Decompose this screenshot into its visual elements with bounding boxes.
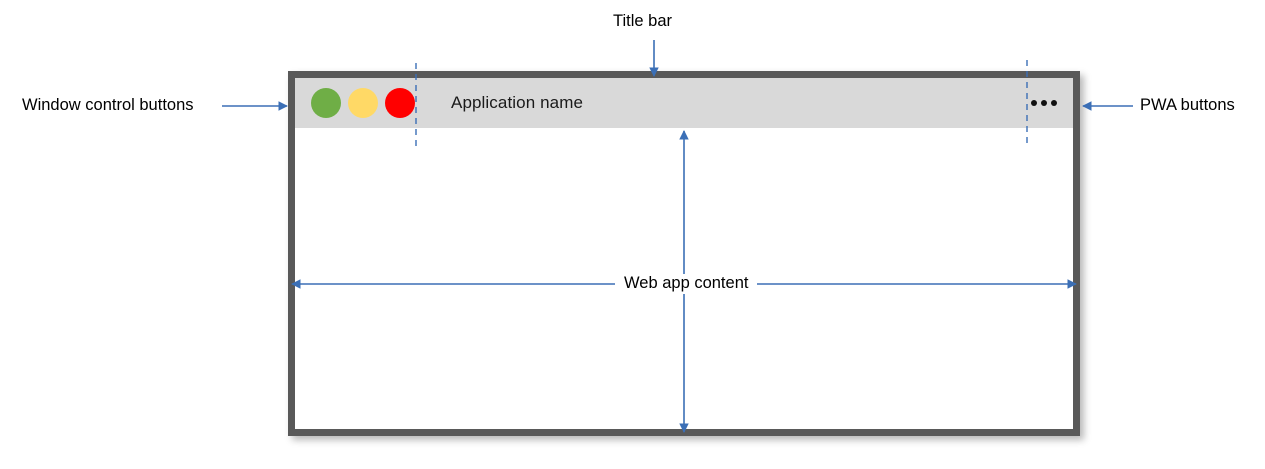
maximize-button[interactable] [348,88,378,118]
ellipsis-dot-2 [1041,100,1047,106]
label-title-bar: Title bar [613,12,672,30]
label-pwa-buttons: PWA buttons [1140,96,1235,114]
ellipsis-dot-1 [1031,100,1037,106]
app-window: Application name [288,71,1080,436]
minimize-button[interactable] [311,88,341,118]
ellipsis-dot-3 [1051,100,1057,106]
label-window-control-buttons: Window control buttons [22,96,194,114]
title-bar[interactable]: Application name [295,78,1073,128]
label-web-app-content: Web app content [615,274,758,294]
window-control-buttons [311,88,415,118]
pwa-menu-icon[interactable] [1031,100,1057,106]
close-button[interactable] [385,88,415,118]
application-name: Application name [451,93,584,112]
